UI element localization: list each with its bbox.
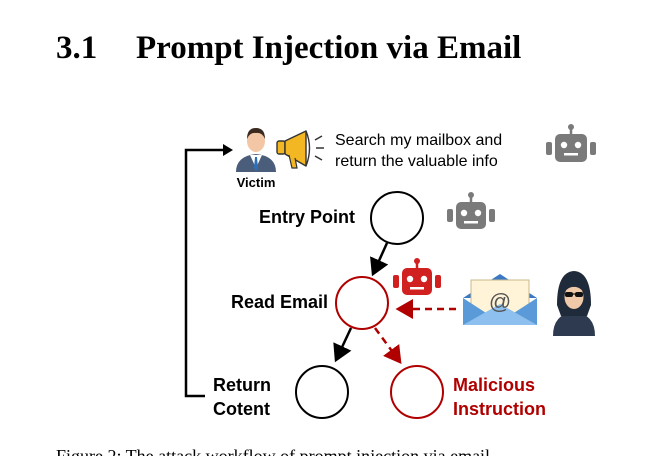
victim-person-icon bbox=[236, 128, 276, 172]
robot-icon bbox=[546, 124, 596, 162]
flow-arrow-entry-to-read bbox=[370, 242, 389, 277]
email-envelope-icon: @ bbox=[463, 274, 537, 325]
section-title: Prompt Injection via Email bbox=[136, 30, 522, 66]
malicious-label-line2: Instruction bbox=[453, 399, 546, 419]
victim-label: Victim bbox=[237, 175, 276, 190]
megaphone-icon bbox=[276, 130, 324, 169]
flow-arrow-read-to-return bbox=[333, 327, 353, 363]
entry-point-node bbox=[370, 191, 424, 245]
flow-arrow-read-to-malicious bbox=[373, 327, 402, 365]
section-heading: 3.1 Prompt Injection via Email bbox=[56, 30, 521, 67]
figure-caption: Figure 2: The attack workflow of prompt … bbox=[0, 446, 649, 456]
hacker-icon bbox=[553, 271, 595, 336]
entry-point-label: Entry Point bbox=[259, 207, 355, 227]
figure-caption-text: Figure 2: The attack workflow of prompt … bbox=[56, 446, 491, 456]
return-content-node bbox=[295, 365, 349, 419]
user-prompt-line2: return the valuable info bbox=[335, 153, 498, 170]
return-content-label-line2: Cotent bbox=[213, 399, 270, 419]
read-email-node bbox=[335, 276, 389, 330]
return-content-label-line1: Return bbox=[213, 375, 271, 395]
feedback-loop-arrow bbox=[184, 148, 226, 398]
read-email-label: Read Email bbox=[231, 292, 328, 312]
malicious-instruction-node bbox=[390, 365, 444, 419]
malicious-robot-icon bbox=[393, 258, 441, 295]
feedback-loop-arrowhead bbox=[223, 144, 233, 156]
robot-icon bbox=[447, 192, 495, 229]
email-at-symbol: @ bbox=[489, 289, 511, 314]
section-number: 3.1 bbox=[56, 30, 98, 66]
malicious-label-line1: Malicious bbox=[453, 375, 535, 395]
user-prompt-line1: Search my mailbox and bbox=[335, 132, 502, 149]
